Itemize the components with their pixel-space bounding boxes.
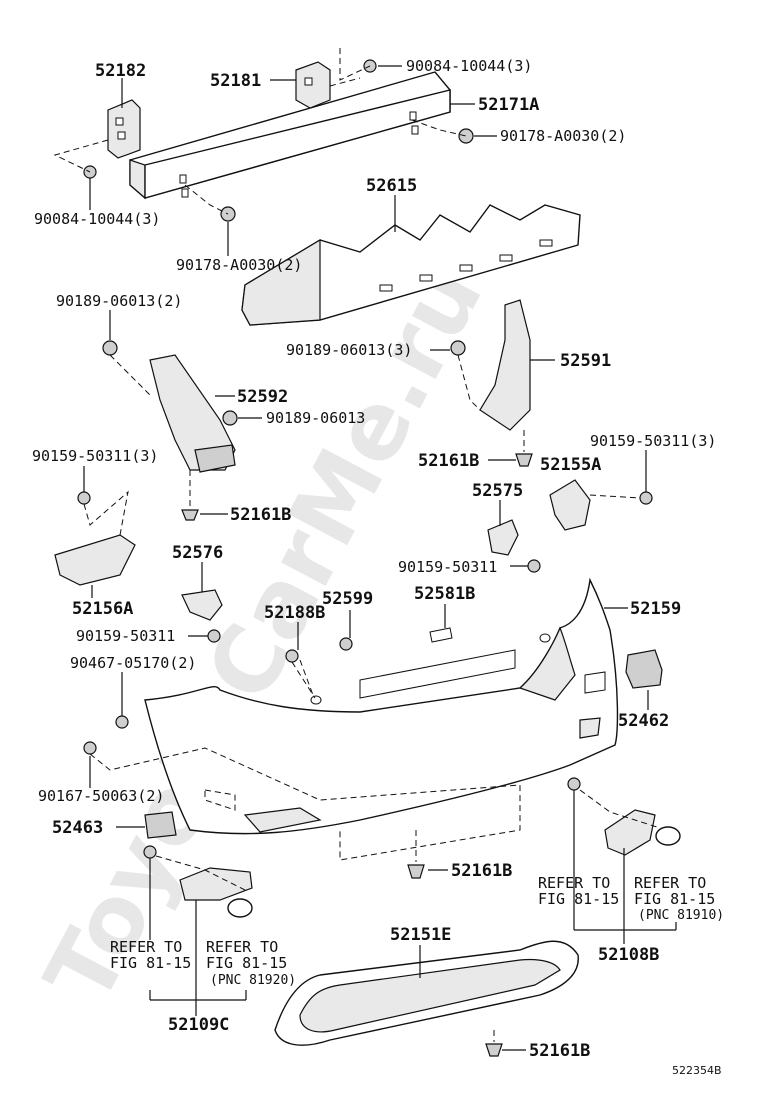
ref-right-1: REFER TO <box>538 874 610 892</box>
screw-90159-mid <box>527 559 541 573</box>
ref-right-2b: FIG 81-15 <box>634 890 715 908</box>
emblem-52581b <box>429 627 453 643</box>
clip-90467 <box>115 715 129 729</box>
bracket-52182 <box>107 99 141 159</box>
figure-id: 522354B <box>672 1064 722 1077</box>
ref-left-2b: FIG 81-15 <box>206 954 287 972</box>
spacer-52463 <box>144 811 177 839</box>
ref-left-1b: FIG 81-15 <box>110 954 191 972</box>
label-90159-left: 90159-50311(3) <box>32 447 158 465</box>
screw-90167 <box>83 741 97 755</box>
reinforcement-52171a <box>129 71 451 200</box>
clip-90189-left <box>102 340 118 356</box>
absorber-52615 <box>241 204 581 326</box>
label-52161b-grille: 52161B <box>529 1041 590 1061</box>
label-52576: 52576 <box>172 543 223 563</box>
label-52161b-bottom: 52161B <box>451 861 512 881</box>
label-52155a: 52155A <box>540 455 601 475</box>
label-52592: 52592 <box>237 387 288 407</box>
label-52161b-left: 52161B <box>230 505 291 525</box>
grille-52151e <box>274 940 579 1046</box>
bracket-52592 <box>149 354 236 473</box>
label-52159: 52159 <box>630 599 681 619</box>
reflector-52109c <box>179 867 253 901</box>
ref-left-2: REFER TO <box>206 938 278 956</box>
label-90467: 90467-05170(2) <box>70 654 196 672</box>
label-90159-right: 90159-50311(3) <box>590 432 716 450</box>
screw-left-lamp <box>143 845 157 859</box>
label-90189-mid: 90189-06013(3) <box>286 341 412 359</box>
clip-52161b-left <box>181 509 199 521</box>
screw-right-lamp <box>567 777 581 791</box>
clip-90189-mid <box>450 340 466 356</box>
label-90159-mid: 90159-50311 <box>398 558 497 576</box>
label-52181: 52181 <box>210 71 261 91</box>
bracket-52181 <box>295 61 331 109</box>
label-90178-right: 90178-A0030(2) <box>500 127 626 145</box>
label-52599: 52599 <box>322 589 373 609</box>
ref-right-1b: FIG 81-15 <box>538 890 619 908</box>
lamp-left-81920 <box>227 898 253 918</box>
bumper-cover-52159 <box>144 577 619 835</box>
screw-90159-right <box>639 491 653 505</box>
label-90084-left: 90084-10044(3) <box>34 210 160 228</box>
label-52575: 52575 <box>472 481 523 501</box>
label-52156a: 52156A <box>72 599 133 619</box>
label-52171a: 52171A <box>478 95 539 115</box>
label-52151e: 52151E <box>390 925 451 945</box>
label-52463: 52463 <box>52 818 103 838</box>
label-52182: 52182 <box>95 61 146 81</box>
label-52581b: 52581B <box>414 584 475 604</box>
clip-52161b-bottom <box>407 864 425 879</box>
ref-right-pnc: (PNC 81910) <box>638 908 724 923</box>
ref-right-2: REFER TO <box>634 874 706 892</box>
reflector-52108b <box>604 809 656 856</box>
label-90189-single: 90189-06013 <box>266 409 365 427</box>
clip-52161b-grille <box>485 1043 503 1057</box>
label-90178-left: 90178-A0030(2) <box>176 256 302 274</box>
label-52161b-mid: 52161B <box>418 451 479 471</box>
clip-90189-single <box>222 410 238 426</box>
bracket-52591 <box>479 299 531 431</box>
ref-left-1: REFER TO <box>110 938 182 956</box>
clip-52161b-mid <box>515 453 533 467</box>
label-90189-left: 90189-06013(2) <box>56 292 182 310</box>
label-90084-top: 90084-10044(3) <box>406 57 532 75</box>
clip-52188b <box>285 649 299 663</box>
label-52591: 52591 <box>560 351 611 371</box>
screw-90159-left <box>77 491 91 505</box>
ref-left-pnc: (PNC 81920) <box>210 973 296 988</box>
bracket-52576 <box>181 589 223 621</box>
nut-90178-right <box>458 128 474 144</box>
clip-52599 <box>339 637 353 651</box>
bracket-52155a <box>549 479 591 531</box>
label-52462: 52462 <box>618 711 669 731</box>
label-52108b: 52108B <box>598 945 659 965</box>
bracket-52156a <box>54 534 136 586</box>
label-52615: 52615 <box>366 176 417 196</box>
label-90167: 90167-50063(2) <box>38 787 164 805</box>
label-52109c: 52109C <box>168 1015 229 1035</box>
label-90159-low: 90159-50311 <box>76 627 175 645</box>
lamp-right-81910 <box>655 826 681 846</box>
bracket-52575 <box>487 519 519 556</box>
screw-90159-low <box>207 629 221 643</box>
spacer-52462 <box>625 649 663 689</box>
label-52188b: 52188B <box>264 603 325 623</box>
